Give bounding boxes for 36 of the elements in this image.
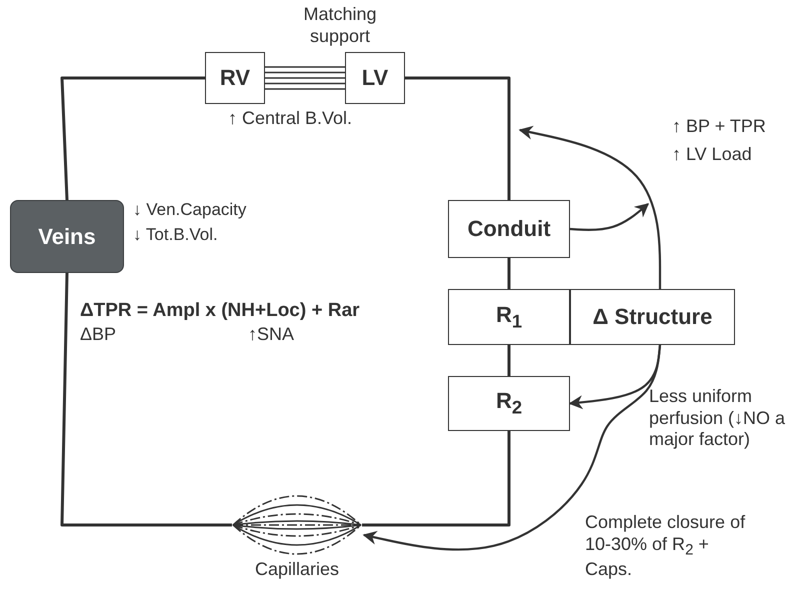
process-box — [345, 52, 405, 104]
vein-box — [10, 200, 124, 273]
note-text: ↑ LV Load — [672, 144, 752, 166]
note-text: ↑ BP + TPR — [672, 116, 766, 138]
arrow — [362, 344, 662, 551]
arrow — [518, 126, 662, 289]
note-text: ↑ Central B.Vol. — [228, 108, 352, 130]
parallel-connector — [264, 66, 346, 90]
node-label: LV — [362, 65, 388, 91]
edge-label: Less uniform perfusion (↓NO a major factor) — [649, 386, 786, 451]
process-box — [570, 289, 735, 345]
node-label: RV — [220, 65, 250, 91]
note-text: ↑SNA — [248, 324, 294, 346]
node-label: Conduit — [467, 216, 551, 242]
process-box — [205, 52, 265, 104]
node-label: R$_{1}$ — [496, 302, 522, 332]
node-label: Δ Structure — [592, 304, 712, 330]
note-text: ↓ Ven.Capacity — [133, 200, 246, 220]
process-box — [448, 289, 570, 345]
equation-text: ΔTPR = Ampl x (NH+Loc) + Rar — [80, 300, 360, 323]
connector-line — [60, 76, 205, 200]
note-text: ↓ Tot.B.Vol. — [133, 225, 218, 246]
connector-line — [405, 76, 510, 200]
process-box — [448, 200, 570, 258]
connector-line — [508, 345, 510, 376]
node-label: Veins — [38, 224, 96, 250]
connector-line — [508, 258, 510, 289]
node-label: Capillaries — [254, 559, 340, 580]
edge-label: Complete closure of 10-30% of R$_{2}$ + Caps. — [585, 512, 746, 581]
node-label: R$_{2}$ — [496, 388, 522, 419]
arrow — [570, 203, 650, 232]
connector-line — [60, 272, 232, 526]
note-text: ΔBP — [80, 324, 116, 346]
connector-line — [362, 431, 510, 526]
process-box — [448, 376, 570, 431]
edge-label: Matching support — [302, 4, 378, 48]
